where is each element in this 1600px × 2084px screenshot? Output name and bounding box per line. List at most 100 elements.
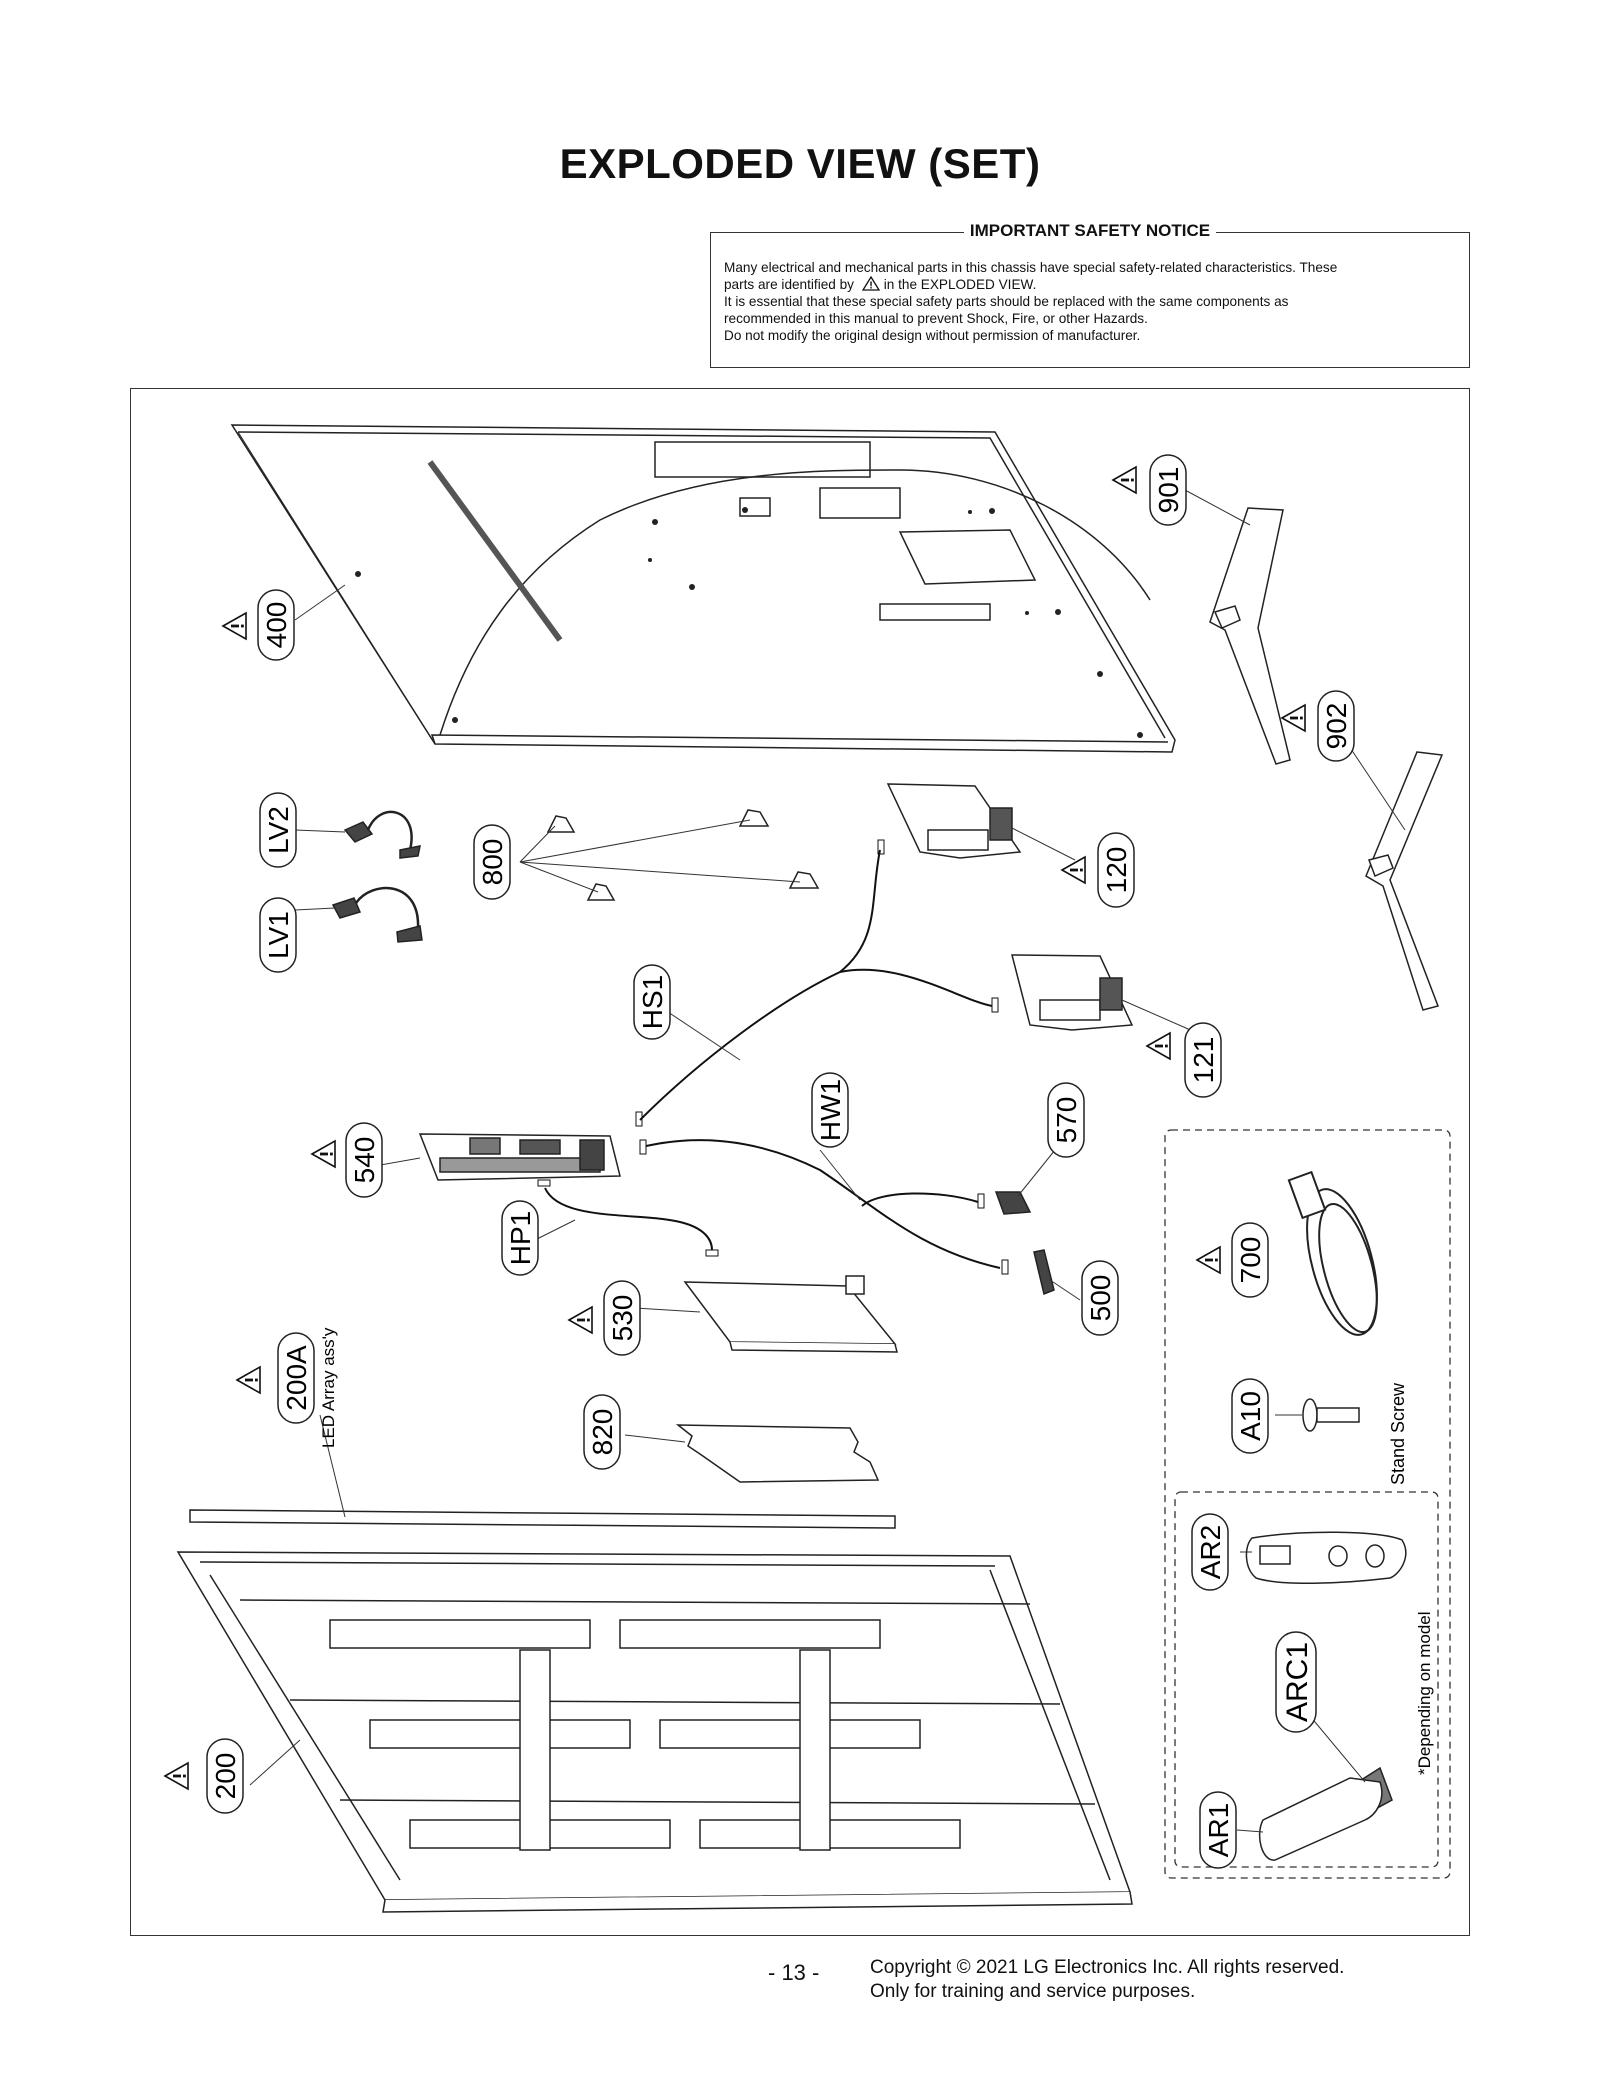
back-cover-part: [230, 424, 1176, 753]
svg-text:400: 400: [261, 602, 292, 649]
callout-hp1: HP1: [501, 1200, 539, 1276]
remote-ar2-part: [1245, 1531, 1407, 1584]
callout-530: 530: [603, 1280, 641, 1356]
warning-triangle-icon: [236, 1366, 261, 1394]
svg-text:HP1: HP1: [505, 1211, 536, 1265]
power-board-120-part: [886, 783, 1022, 859]
callout-leader-lines: [249, 489, 1406, 1833]
svg-text:120: 120: [1101, 847, 1132, 894]
warning-triangle-icon: [1146, 1032, 1171, 1060]
svg-text:ARC1: ARC1: [1281, 1642, 1314, 1722]
svg-text:500: 500: [1085, 1275, 1116, 1322]
callout-570: 570: [1047, 1082, 1085, 1158]
svg-text:800: 800: [477, 839, 508, 886]
page-title: EXPLODED VIEW (SET): [559, 140, 1041, 187]
svg-text:200: 200: [210, 1753, 241, 1800]
accessories-box: [1164, 1129, 1451, 1879]
callout-lv2: LV2: [259, 792, 297, 868]
led-array-200a-part: [189, 1509, 896, 1529]
stand-screw-label: Stand Screw: [1388, 1382, 1408, 1485]
copyright-notice: Copyright © 2021 LG Electronics Inc. All…: [870, 1956, 1344, 2004]
callout-700: 700: [1231, 1222, 1269, 1298]
warning-triangle-icon: [1061, 856, 1086, 884]
power-board-121-part: [1011, 954, 1134, 1031]
warning-triangle-icon: [164, 1762, 189, 1790]
callout-121: 121: [1184, 1022, 1222, 1098]
back-cover-holes: [355, 507, 1143, 738]
callout-800: 800: [473, 824, 511, 900]
callout-500: 500: [1081, 1260, 1119, 1336]
cable-hw1-part: [639, 1139, 1009, 1275]
cover-sheet-820-part: [675, 1424, 880, 1483]
remote-ar1-part: [1258, 1777, 1383, 1861]
cable-lv2-part: [343, 810, 421, 859]
safety-notice-box: IMPORTANT SAFETY NOTICE Many electrical …: [710, 221, 1470, 368]
notice-line-5: Do not modify the original design withou…: [724, 328, 1141, 343]
board-500-part: [1033, 1249, 1055, 1296]
page-number: - 13 -: [768, 1960, 820, 1985]
callout-arc1: ARC1: [1275, 1631, 1317, 1733]
notice-line-2: parts are identified by ! in the EXPLODE…: [724, 275, 1037, 292]
svg-text:HW1: HW1: [815, 1079, 846, 1141]
warning-triangle-icon: [1281, 704, 1306, 732]
power-cord-700-part: [1287, 1170, 1378, 1336]
svg-text:AR2: AR2: [1195, 1525, 1226, 1579]
svg-text:HS1: HS1: [637, 975, 668, 1029]
exploded-view-frame: [130, 388, 1470, 1936]
callout-hs1: HS1: [633, 964, 671, 1040]
warning-triangle-icon: [568, 1306, 593, 1334]
callout-ar1: AR1: [1199, 1791, 1237, 1869]
callout-hw1: HW1: [811, 1072, 849, 1148]
svg-text:LV1: LV1: [263, 911, 294, 959]
callout-400: 400: [257, 589, 295, 661]
cable-hp1-part: [537, 1179, 719, 1257]
svg-text:540: 540: [349, 1137, 380, 1184]
bracket-800-leaders: [519, 819, 801, 893]
cable-hs1-part: [635, 839, 999, 1127]
stand-902-part: [1365, 751, 1444, 1011]
purpose-line: Only for training and service purposes.: [870, 1981, 1196, 2002]
callout-200: 200: [206, 1738, 244, 1814]
callout-540: 540: [345, 1122, 383, 1198]
callout-901: 901: [1149, 454, 1187, 526]
main-board-540-part: [418, 1133, 621, 1181]
notice-line-4: recommended in this manual to prevent Sh…: [724, 311, 1148, 326]
svg-text:901: 901: [1153, 467, 1184, 514]
warning-triangle-icon: [222, 612, 247, 640]
svg-text:200A: 200A: [281, 1345, 312, 1411]
depending-on-model-note: *Depending on model: [1415, 1611, 1434, 1775]
svg-text:A10: A10: [1235, 1391, 1266, 1441]
svg-text:530: 530: [607, 1295, 638, 1342]
safety-notice-body: Many electrical and mechanical parts in …: [724, 259, 1456, 344]
svg-text:700: 700: [1235, 1237, 1266, 1284]
stand-901-part: [1209, 507, 1291, 765]
callout-120: 120: [1097, 832, 1135, 908]
bracket-800-parts: [546, 809, 820, 901]
svg-text:LV2: LV2: [263, 806, 294, 854]
notice-line-3: It is essential that these special safet…: [724, 294, 1289, 309]
screw-a10-part: [1302, 1398, 1360, 1432]
svg-text:570: 570: [1051, 1097, 1082, 1144]
copyright-line: Copyright © 2021 LG Electronics Inc. All…: [870, 1957, 1345, 1978]
warning-triangle-icon: [311, 1140, 336, 1168]
svg-text:!: !: [869, 281, 872, 292]
callout-lv1: LV1: [259, 897, 297, 973]
svg-text:820: 820: [587, 1409, 618, 1456]
callout-902: 902: [1317, 690, 1355, 762]
safety-notice-heading: IMPORTANT SAFETY NOTICE: [963, 221, 1217, 240]
led-array-label: LED Array ass'y: [319, 1327, 338, 1448]
callout-200a: 200A: [277, 1332, 315, 1424]
callout-a10: A10: [1231, 1378, 1269, 1454]
svg-text:902: 902: [1321, 703, 1352, 750]
board-570-part: [994, 1191, 1032, 1215]
notice-line-1: Many electrical and mechanical parts in …: [724, 260, 1338, 275]
module-200-part: [176, 1551, 1133, 1913]
svg-text:AR1: AR1: [1203, 1803, 1234, 1857]
warning-triangle-icon: [1196, 1246, 1221, 1274]
callout-ar2: AR2: [1191, 1513, 1229, 1591]
warning-triangle-icon: !: [861, 275, 880, 292]
svg-text:121: 121: [1188, 1037, 1219, 1084]
warning-triangle-icon: [1112, 466, 1137, 494]
callout-820: 820: [583, 1394, 621, 1470]
